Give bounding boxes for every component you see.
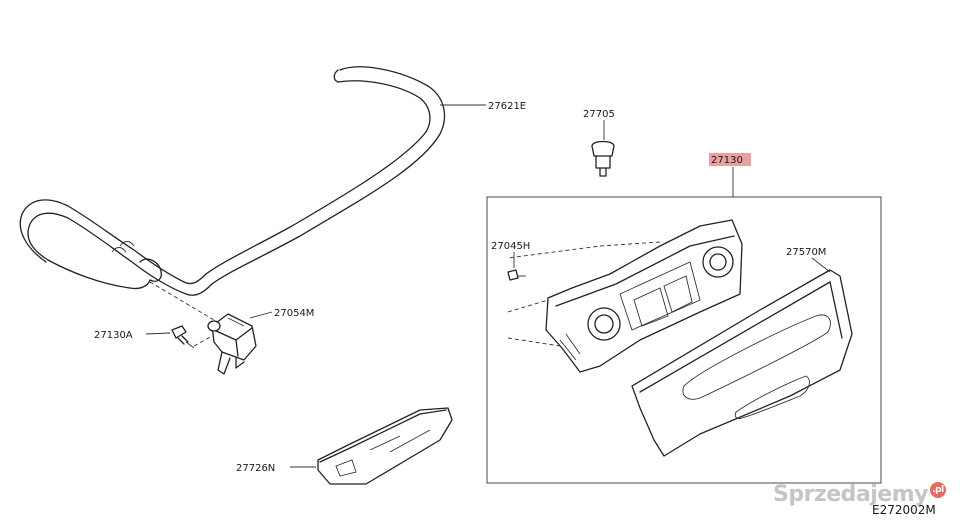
watermark-text: Sprzedajemy xyxy=(773,482,929,507)
label-screw: 27045H xyxy=(491,241,530,252)
dash-screw-sensor xyxy=(193,335,213,347)
leader-sensor-screw xyxy=(145,332,171,335)
dash-panel xyxy=(507,241,661,347)
label-control-assy: 27130 xyxy=(711,155,743,166)
sensor-27054m xyxy=(207,313,257,375)
screw-27045h xyxy=(507,269,526,281)
label-sensor: 27054M xyxy=(274,308,314,319)
leader-sensor xyxy=(249,311,273,319)
assembly-frame xyxy=(486,196,882,484)
screw-27130a xyxy=(171,325,195,349)
dash-hose-sensor xyxy=(149,281,215,321)
control-panel xyxy=(545,219,743,373)
label-clip: 27705 xyxy=(583,109,615,120)
label-lower-part: 27726N xyxy=(236,463,275,474)
label-finisher: 27570M xyxy=(786,247,826,258)
label-hose: 27621E xyxy=(488,101,526,112)
diagram-code: E272002M xyxy=(872,503,936,517)
clip-27705 xyxy=(591,140,615,177)
hose-27621e xyxy=(19,66,446,296)
label-highlight xyxy=(709,153,751,166)
watermark: Sprzedajemy.pl xyxy=(773,482,946,507)
part-27726n xyxy=(317,407,453,485)
leader-finisher xyxy=(811,257,831,273)
label-sensor-screw: 27130A xyxy=(94,330,133,341)
watermark-suffix: .pl xyxy=(930,482,946,498)
finisher-27570m xyxy=(631,269,853,457)
